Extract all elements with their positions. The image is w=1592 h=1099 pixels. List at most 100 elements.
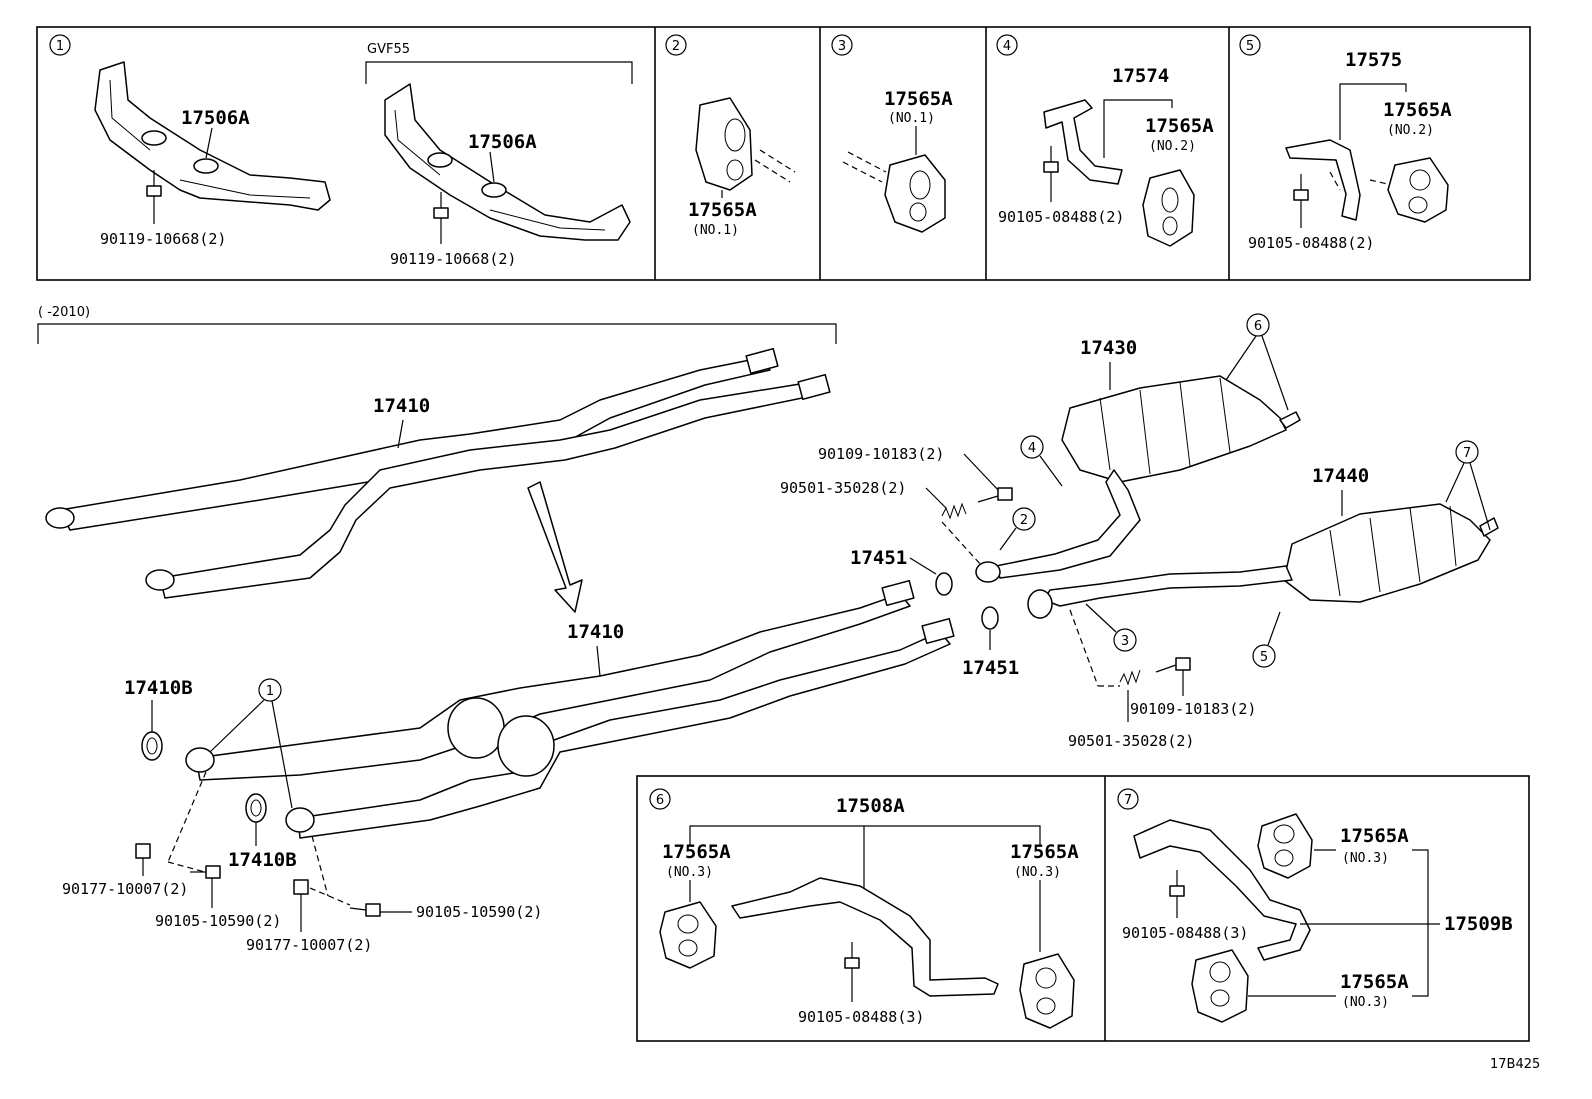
panel-6: 6 17508A 17565A (NO.3) 17565A (NO.3) 901… xyxy=(649,788,1079,1029)
panel-3-part: 17565A xyxy=(884,88,953,110)
panel-5-bolt: 90105-08488(2) xyxy=(1248,234,1374,252)
callout-6: 6 xyxy=(1254,319,1262,334)
panel-1-left-bolt: 90119-10668(2) xyxy=(100,230,226,248)
panel-7-top-note: (NO.3) xyxy=(1342,851,1389,866)
panel-6-right-note: (NO.3) xyxy=(1014,865,1061,880)
panel-4: 4 17574 17565A (NO.2) 90105-08488(2) xyxy=(996,34,1214,247)
gasket-a-label: 17410B xyxy=(124,677,193,699)
rubber-hanger-icon xyxy=(1387,157,1449,223)
ring-icon xyxy=(935,572,953,596)
hanger-bracket-icon xyxy=(1133,819,1311,961)
nut-icon xyxy=(135,843,151,859)
figure-code: 17B425 xyxy=(1490,1057,1540,1072)
ring-b-label: 17451 xyxy=(962,657,1019,679)
muffler-left xyxy=(1027,503,1499,619)
ring-a-label: 17451 xyxy=(850,547,907,569)
bolt-mid-label: 90109-10183(2) xyxy=(1130,700,1256,718)
panel-5-bracket: 17575 xyxy=(1345,49,1402,71)
panel-3-number: 3 xyxy=(838,39,846,54)
panel-5-part: 17565A xyxy=(1383,99,1452,121)
panel-7-bottom-note: (NO.3) xyxy=(1342,995,1389,1010)
callout-2: 2 xyxy=(1020,513,1028,528)
panel-3-note: (NO.1) xyxy=(888,111,935,126)
arrow-down-icon xyxy=(527,481,583,613)
exhaust-pipe-old xyxy=(45,347,831,599)
spring-top-label: 90501-35028(2) xyxy=(780,479,906,497)
panel-2-note: (NO.1) xyxy=(692,223,739,238)
spring-icon xyxy=(941,502,967,520)
panel-2-part: 17565A xyxy=(688,199,757,221)
callout-5: 5 xyxy=(1260,650,1268,665)
rubber-hanger-icon xyxy=(1191,949,1249,1023)
panel-1: 1 17506A 90119-10668(2) GVF55 17506A xyxy=(49,34,633,268)
spring-mid-label: 90501-35028(2) xyxy=(1068,732,1194,750)
panel-4-number: 4 xyxy=(1003,39,1011,54)
panel-7: 7 90105-08488(3) 17565A (NO.3) 17565A (N… xyxy=(1117,788,1513,1023)
panel-6-left-note: (NO.3) xyxy=(666,865,713,880)
panel-4-note: (NO.2) xyxy=(1149,139,1196,154)
ring-icon xyxy=(981,606,999,630)
spring-icon xyxy=(1119,669,1141,686)
panel-4-part: 17565A xyxy=(1145,115,1214,137)
rubber-hanger-icon xyxy=(1257,813,1313,879)
rubber-hanger-icon xyxy=(884,154,946,233)
panel-4-bracket: 17574 xyxy=(1112,65,1169,87)
pipe-old-label: 17410 xyxy=(373,395,430,417)
bolt-icon xyxy=(1169,870,1185,897)
bolt-icon xyxy=(190,865,221,879)
panel-1-right-part: 17506A xyxy=(468,131,537,153)
callout-3: 3 xyxy=(1121,634,1129,649)
panel-6-bolt: 90105-08488(3) xyxy=(798,1008,924,1026)
bolt-icon xyxy=(1155,657,1191,673)
nut-b-label: 90177-10007(2) xyxy=(246,936,372,954)
panel-1-right-bolt: 90119-10668(2) xyxy=(390,250,516,268)
bracket-right xyxy=(384,83,631,241)
panel-7-bolt: 90105-08488(3) xyxy=(1122,924,1248,942)
panel-5-note: (NO.2) xyxy=(1387,123,1434,138)
panel-2-number: 2 xyxy=(672,39,680,54)
callout-7: 7 xyxy=(1463,446,1471,461)
exhaust-pipe-new xyxy=(185,579,955,839)
panel-1-caption: GVF55 xyxy=(367,42,410,57)
panel-2: 2 17565A (NO.1) xyxy=(665,34,796,238)
panel-5: 5 17575 17565A (NO.2) 90105-08488(2) xyxy=(1239,34,1452,252)
top-panels-frame xyxy=(36,26,1531,281)
panel-6-number: 6 xyxy=(656,793,664,808)
bracket-left xyxy=(94,61,331,211)
bolt-top-label: 90109-10183(2) xyxy=(818,445,944,463)
muffler-right-label: 17430 xyxy=(1080,337,1137,359)
pipe-new-label: 17410 xyxy=(567,621,624,643)
bolt-icon xyxy=(433,192,449,219)
bottom-panels-frame xyxy=(636,775,1530,1042)
rubber-hanger-icon xyxy=(1142,169,1195,247)
panel-6-right-part: 17565A xyxy=(1010,841,1079,863)
panel-1-left-part: 17506A xyxy=(181,107,250,129)
nut-icon xyxy=(293,879,309,895)
panel-6-bracket: 17508A xyxy=(836,795,905,817)
year-range: ( -2010) xyxy=(38,305,90,320)
top-panels xyxy=(36,26,1531,281)
rubber-hanger-icon xyxy=(1019,953,1075,1029)
panel-1-number: 1 xyxy=(56,39,64,54)
callout-4: 4 xyxy=(1028,441,1036,456)
bolt-icon xyxy=(1043,146,1059,173)
hanger-bracket-icon xyxy=(1043,99,1123,185)
panel-7-bottom-part: 17565A xyxy=(1340,971,1409,993)
panel-6-left-part: 17565A xyxy=(662,841,731,863)
rubber-hanger-icon xyxy=(659,901,717,969)
panel-7-number: 7 xyxy=(1124,793,1132,808)
bolt-a-label: 90105-10590(2) xyxy=(155,912,281,930)
panel-5-number: 5 xyxy=(1246,39,1254,54)
hanger-bracket-icon xyxy=(731,877,999,997)
gasket-icon xyxy=(141,731,163,761)
bolt-icon xyxy=(349,903,381,917)
hanger-bracket-icon xyxy=(1285,139,1361,221)
muffler-right xyxy=(975,375,1301,583)
bolt-icon xyxy=(844,942,860,969)
bolt-b-label: 90105-10590(2) xyxy=(416,903,542,921)
nut-a-label: 90177-10007(2) xyxy=(62,880,188,898)
bolt-icon xyxy=(1293,174,1309,201)
panel-3: 3 17565A (NO.1) xyxy=(831,34,953,233)
rubber-hanger-icon xyxy=(695,97,753,191)
